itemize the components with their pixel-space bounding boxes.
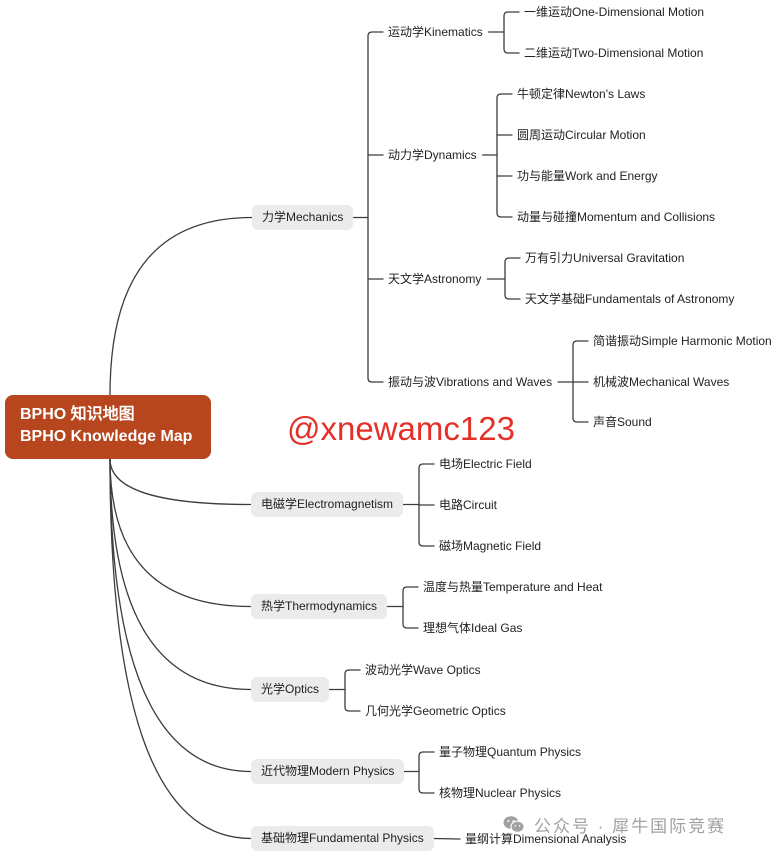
footer-watermark: 公众号 · 犀牛国际竞赛 xyxy=(503,815,726,839)
leaf-two-dimensional-motion: 二维运动Two-Dimensional Motion xyxy=(524,46,704,60)
topic-mechanics-connector-bracket xyxy=(367,31,384,383)
leaf-sound: 声音Sound xyxy=(593,415,652,429)
leaf-fundamentals-of-astronomy: 天文学基础Fundamentals of Astronomy xyxy=(525,292,735,306)
wechat-icon xyxy=(503,815,525,839)
topic-modern-physics: 近代物理Modern Physics xyxy=(251,759,405,784)
leaf-temperature-and-heat: 温度与热量Temperature and Heat xyxy=(423,580,603,594)
topic-optics-connector-bracket xyxy=(344,669,361,712)
leaf-mechanical-waves: 机械波Mechanical Waves xyxy=(593,375,730,389)
leaf-circular-motion: 圆周运动Circular Motion xyxy=(517,128,646,142)
topic-optics-root-connector xyxy=(109,458,252,691)
topic-thermodynamics-connector-bracket xyxy=(402,586,419,629)
topic-thermodynamics-root-connector xyxy=(109,458,252,608)
topic-modern-physics-connector-bracket xyxy=(418,751,435,794)
topic-mechanics-root-connector xyxy=(109,216,253,396)
subtopic-astronomy: 天文学Astronomy xyxy=(388,272,482,286)
subtopic-astronomy-connector-bracket xyxy=(504,257,521,300)
leaf-one-dimensional-motion: 一维运动One-Dimensional Motion xyxy=(524,5,705,19)
root-title-cn: BPHO 知识地图 xyxy=(20,406,135,423)
leaf-nuclear-physics: 核物理Nuclear Physics xyxy=(439,786,562,800)
leaf-work-and-energy: 功与能量Work and Energy xyxy=(517,169,658,183)
subtopic-vibrations-and-waves: 振动与波Vibrations and Waves xyxy=(388,375,553,389)
leaf-geometric-optics: 几何光学Geometric Optics xyxy=(365,704,506,718)
leaf-quantum-physics: 量子物理Quantum Physics xyxy=(439,745,582,759)
leaf-newtons-laws: 牛顿定律Newton's Laws xyxy=(517,87,646,101)
root-topic: BPHO 知识地图 BPHO Knowledge Map xyxy=(5,395,211,459)
topic-fundamental-physics: 基础物理Fundamental Physics xyxy=(251,826,434,851)
watermark-text: @xnewamc123 xyxy=(287,410,515,447)
leaf-electric-field: 电场Electric Field xyxy=(439,457,532,471)
leaf-magnetic-field: 磁场Magnetic Field xyxy=(439,539,542,553)
leaf-ideal-gas: 理想气体Ideal Gas xyxy=(423,621,523,635)
subtopic-dynamics-connector-bracket xyxy=(496,93,513,218)
leaf-simple-harmonic-motion: 简谐振动Simple Harmonic Motion xyxy=(593,334,772,348)
topic-fundamental-physics-root-connector xyxy=(109,458,252,840)
footer-watermark-text: 公众号 · 犀牛国际竞赛 xyxy=(534,817,727,836)
leaf-dimensional-analysis: 量纲计算Dimensional Analysis xyxy=(465,832,627,846)
topic-mechanics: 力学Mechanics xyxy=(252,205,354,230)
topic-fundamental-physics-connector xyxy=(433,837,461,840)
subtopic-dynamics: 动力学Dynamics xyxy=(388,148,477,162)
leaf-wave-optics: 波动光学Wave Optics xyxy=(365,663,481,677)
root-title-en: BPHO Knowledge Map xyxy=(20,428,193,445)
topic-modern-physics-root-connector xyxy=(109,458,252,773)
leaf-universal-gravitation: 万有引力Universal Gravitation xyxy=(525,251,685,265)
subtopic-kinematics-connector-bracket xyxy=(503,11,520,54)
leaf-circuit: 电路Circuit xyxy=(439,498,498,512)
subtopic-kinematics: 运动学Kinematics xyxy=(388,25,483,39)
topic-electromagnetism-root-connector xyxy=(109,458,252,506)
topic-thermodynamics: 热学Thermodynamics xyxy=(251,594,388,619)
leaf-momentum-and-collisions: 动量与碰撞Momentum and Collisions xyxy=(517,210,716,224)
topic-electromagnetism: 电磁学Electromagnetism xyxy=(251,492,404,517)
topic-optics: 光学Optics xyxy=(251,677,330,702)
